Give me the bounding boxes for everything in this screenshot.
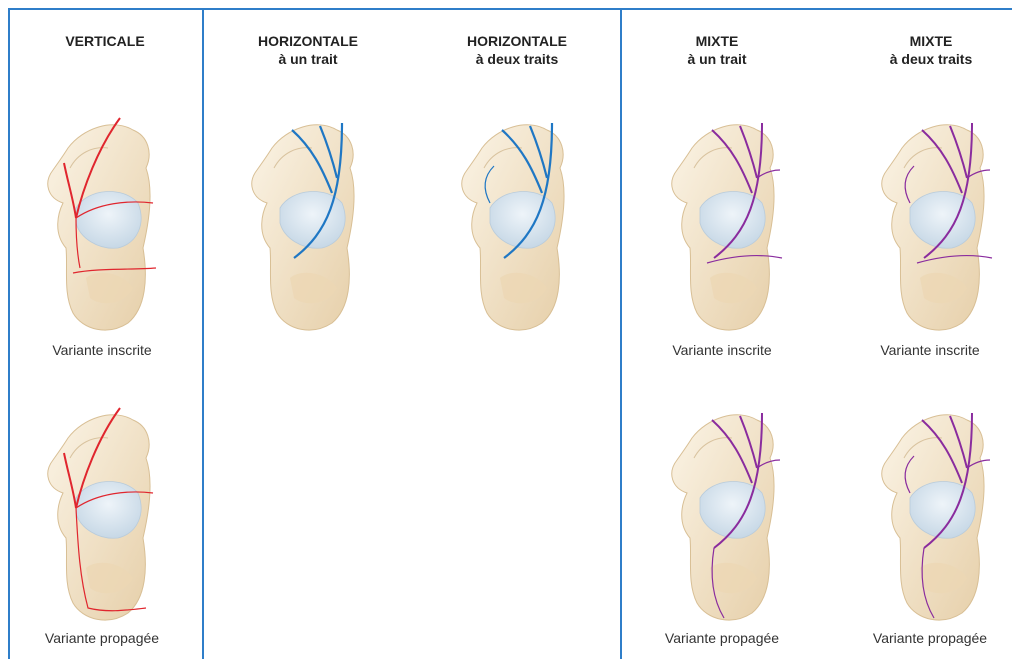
caption-mixte-deux-traits-propagee: Variante propagée	[840, 630, 1013, 646]
caption-verticale-inscrite: Variante inscrite	[12, 342, 192, 358]
bone-mixte-deux-traits-propagee	[862, 398, 1012, 628]
caption-verticale-propagee: Variante propagée	[12, 630, 192, 646]
column-title-verticale: VERTICALE	[10, 32, 200, 50]
bone-verticale-inscrite	[28, 108, 178, 338]
bone-mixte-deux-traits-inscrite	[862, 108, 1012, 338]
divider-verticale-horizontale	[202, 8, 204, 659]
caption-mixte-deux-traits-inscrite: Variante inscrite	[840, 342, 1013, 358]
bone-horizontale-deux-traits	[442, 108, 592, 338]
bone-mixte-un-trait-propagee	[652, 398, 802, 628]
bone-mixte-un-trait-inscrite	[652, 108, 802, 338]
caption-mixte-un-trait-propagee: Variante propagée	[632, 630, 812, 646]
caption-mixte-un-trait-inscrite: Variante inscrite	[632, 342, 812, 358]
bone-verticale-propagee	[28, 398, 178, 628]
divider-horizontale-mixte	[620, 8, 622, 659]
bone-horizontale-un-trait	[232, 108, 382, 338]
